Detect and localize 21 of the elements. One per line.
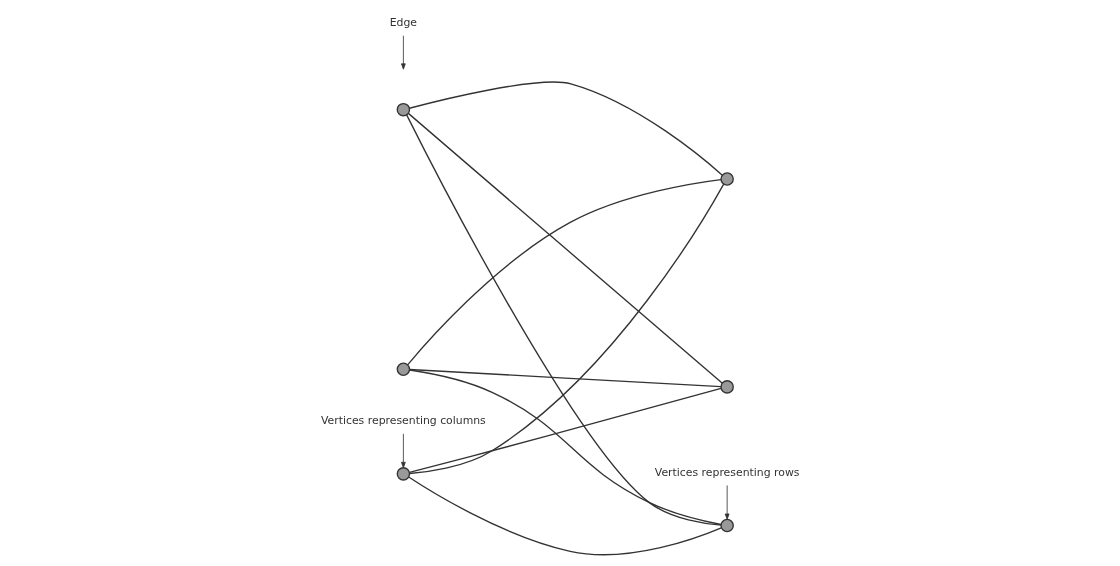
connector (409, 368, 722, 388)
node-text: Edge (389, 15, 418, 29)
connector (408, 369, 722, 526)
node-circle (396, 102, 411, 117)
connector (408, 476, 722, 556)
connector (406, 114, 722, 526)
connector (407, 178, 722, 366)
node-circle (720, 380, 734, 394)
arrow (724, 485, 730, 520)
node-circle (720, 172, 734, 186)
connector (408, 81, 723, 176)
node-text: Vertices representing rows (654, 465, 800, 479)
node-circle (396, 362, 411, 376)
connector (409, 183, 725, 475)
node-text: Vertices representing columns (320, 414, 486, 428)
arrow (401, 433, 406, 469)
arrow (401, 35, 406, 70)
connector (407, 112, 723, 384)
connector (408, 387, 722, 474)
node-circle (396, 467, 411, 481)
node-circle (720, 518, 734, 533)
